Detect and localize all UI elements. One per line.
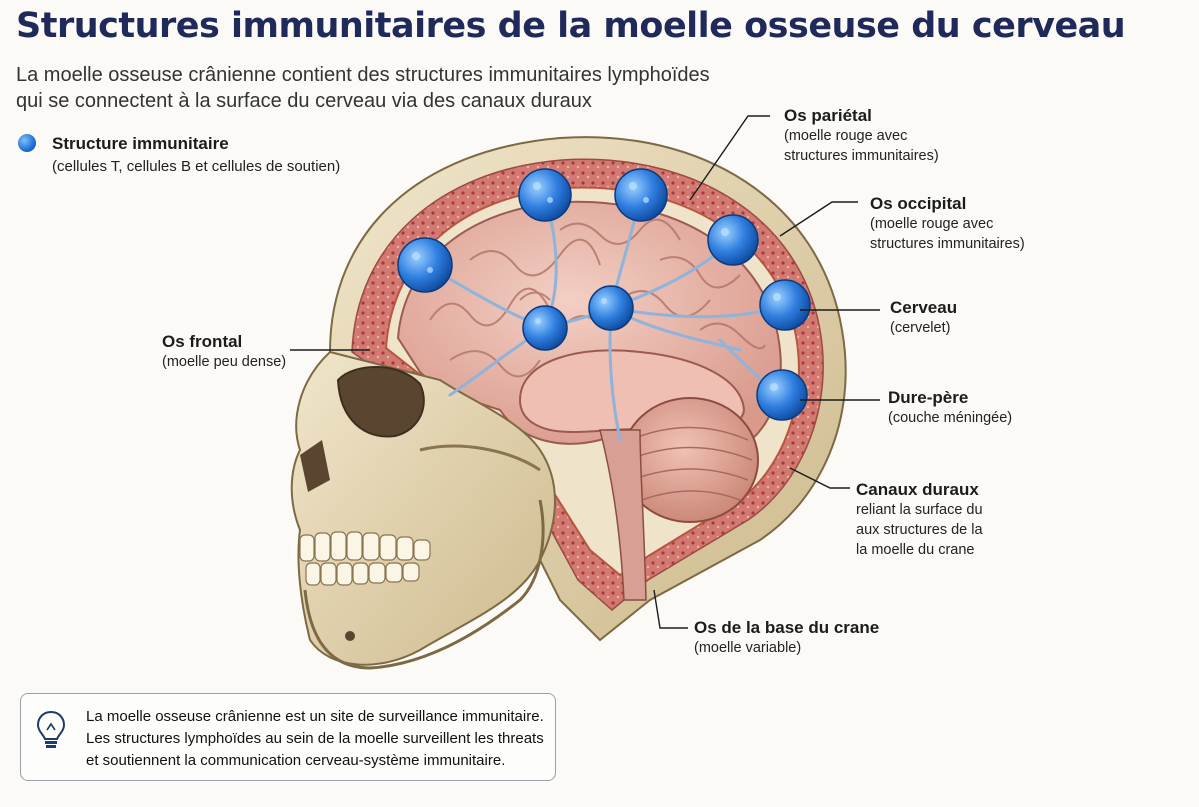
page-title: Structures immunitaires de la moelle oss… [16,6,1126,46]
immune-structure [759,279,811,331]
eye-socket [336,366,425,438]
immune-structure [518,168,572,222]
info-line-2: Les structures lymphoïdes au sein de la … [86,730,544,747]
label-base-crane: Os de la base du crane (moelle variable) [694,618,880,656]
skull-face [290,350,556,666]
lower-teeth [305,562,420,586]
brainstem [599,429,647,601]
label-parietal: Os pariétal (moelle rouge avec structure… [784,106,939,164]
immune-structure [756,369,808,421]
lightbulb-icon [36,710,66,748]
label-frontal: Os frontal (moelle peu dense) [162,332,287,370]
info-box: La moelle osseuse crânienne est un site … [20,693,556,781]
immune-structure [397,237,453,293]
immune-structure [614,168,668,222]
immune-structure-legend-icon [18,134,36,152]
legend-subtitle: (cellules T, cellules B et cellules de s… [52,158,341,175]
mandible [303,499,545,670]
label-cerveau: Cerveau (cervelet) [890,298,958,336]
page-subtitle: La moelle osseuse crânienne contient des… [16,62,710,114]
info-text: La moelle osseuse crânienne est un site … [86,706,544,772]
immune-structure [588,285,634,331]
label-canaux-duraux: Canaux duraux reliant la surface du aux … [856,480,983,558]
immune-structures [397,168,811,421]
label-dure-pere: Dure-père (couche méningée) [888,388,1013,426]
leader-lines [290,115,880,629]
immune-structure [707,214,759,266]
subtitle-line-2: qui se connectent à la surface du cervea… [16,90,592,112]
info-line-1: La moelle osseuse crânienne est un site … [86,708,544,725]
upper-teeth [299,531,431,562]
nasal-cavity [300,440,330,492]
legend-title: Structure immunitaire [52,134,229,153]
immune-structure [522,305,568,351]
label-occipital: Os occipital (moelle rouge avec structur… [870,194,1025,252]
subtitle-line-1: La moelle osseuse crânienne contient des… [16,64,710,86]
info-line-3: et soutiennent la communication cerveau-… [86,752,506,769]
